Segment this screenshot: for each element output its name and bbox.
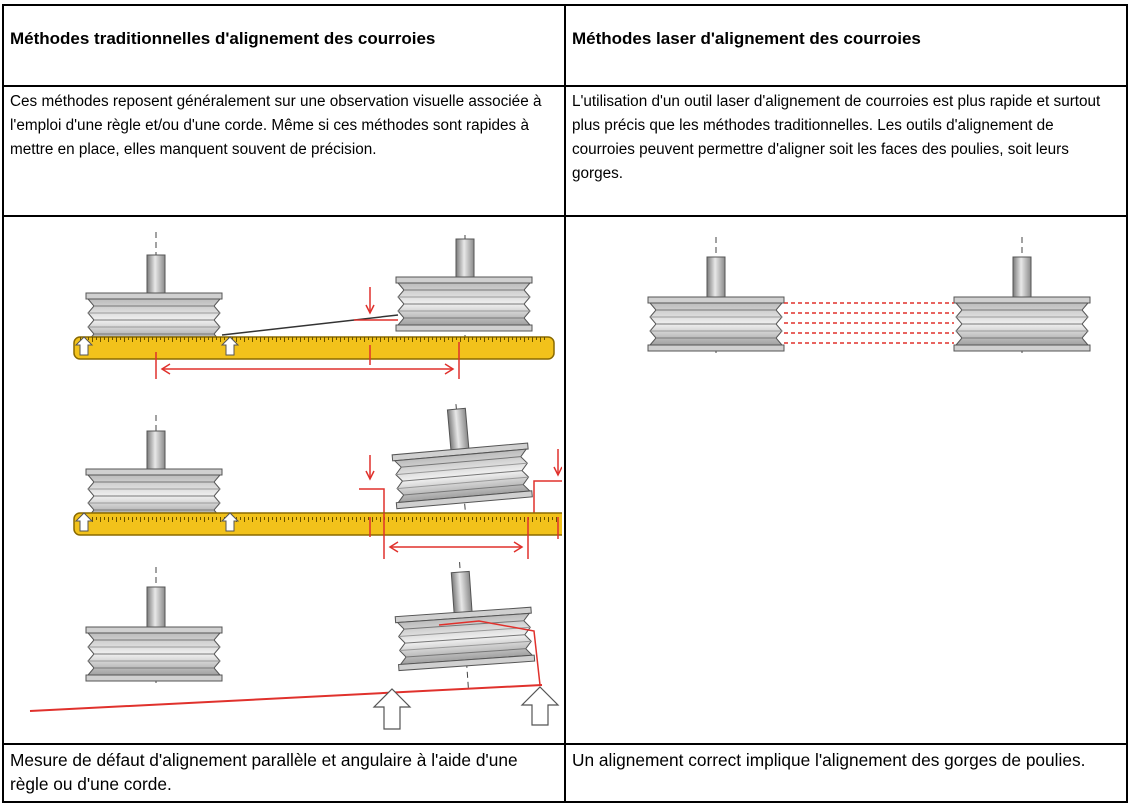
scene-parallel-misalignment	[73, 232, 555, 379]
left-caption-cell: Mesure de défaut d'alignement parallèle …	[2, 743, 566, 803]
comparison-table: Méthodes traditionnelles d'alignement de…	[2, 4, 1128, 803]
right-description: L'utilisation d'un outil laser d'alignem…	[572, 93, 1101, 182]
left-header: Méthodes traditionnelles d'alignement de…	[10, 29, 436, 48]
scene-angular-misalignment	[73, 404, 562, 559]
right-header: Méthodes laser d'alignement des courroie…	[572, 29, 921, 48]
laser-beams	[784, 302, 954, 344]
scene-string-method	[29, 562, 560, 730]
right-caption-cell: Un alignement correct implique l'alignem…	[564, 743, 1128, 803]
right-description-cell: L'utilisation d'un outil laser d'alignem…	[564, 85, 1128, 217]
traditional-alignment-illustration	[29, 232, 562, 730]
right-header-cell: Méthodes laser d'alignement des courroie…	[564, 4, 1128, 87]
right-caption: Un alignement correct implique l'alignem…	[572, 750, 1086, 770]
laser-alignment-illustration	[647, 237, 1091, 357]
laser-illustration-cell	[564, 215, 1128, 745]
traditional-illustration-cell	[2, 215, 566, 745]
up-arrow-icon	[520, 686, 560, 726]
left-caption: Mesure de défaut d'alignement parallèle …	[10, 750, 518, 794]
left-description-cell: Ces méthodes reposent généralement sur u…	[2, 85, 566, 217]
left-header-cell: Méthodes traditionnelles d'alignement de…	[2, 4, 566, 87]
up-arrow-icon	[372, 688, 412, 730]
left-description: Ces méthodes reposent généralement sur u…	[10, 93, 542, 158]
